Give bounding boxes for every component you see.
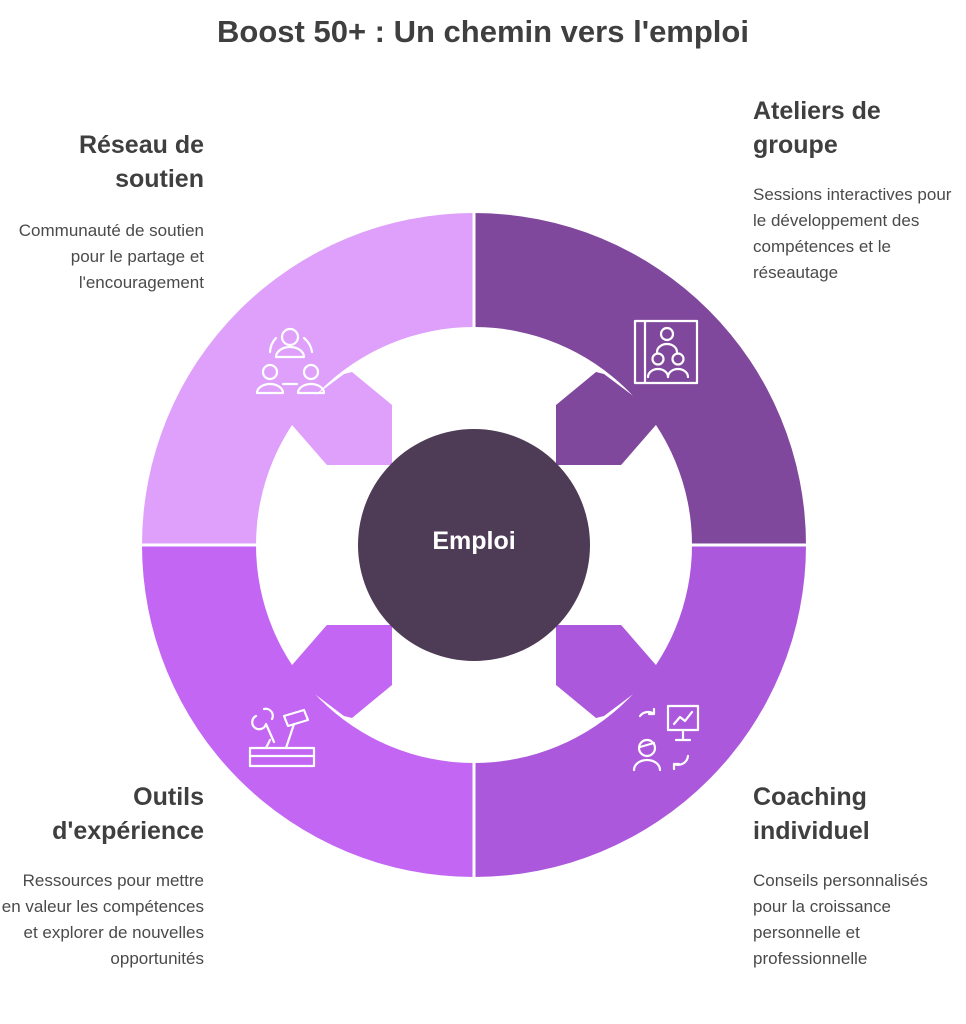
ateliers-description: Sessions interactives pour le développem… xyxy=(753,185,952,282)
reseau-title: Réseau de soutien xyxy=(78,131,204,193)
arrow-ateliers xyxy=(556,372,662,465)
coaching-chart-icon xyxy=(632,704,700,772)
outils-description: Ressources pour mettre en valeur les com… xyxy=(1,871,204,968)
arrow-reseau xyxy=(286,372,392,465)
center-hub xyxy=(358,429,590,661)
block-coaching: Coaching individuel Conseils personnalis… xyxy=(753,780,953,972)
block-outils: Outils d'expérience Ressources pour mett… xyxy=(0,780,204,972)
block-reseau: Réseau de soutien Communauté de soutien … xyxy=(0,128,204,296)
coaching-description: Conseils personnalisés pour la croissanc… xyxy=(753,871,928,968)
group-presentation-icon xyxy=(633,319,699,385)
page-title: Boost 50+ : Un chemin vers l'emploi xyxy=(217,14,749,49)
community-network-icon xyxy=(255,327,326,395)
coaching-title: Coaching individuel xyxy=(753,783,870,845)
outils-title: Outils d'expérience xyxy=(52,783,204,845)
toolbox-icon xyxy=(248,707,316,768)
center-label: Emploi xyxy=(432,527,516,555)
arrow-coaching xyxy=(556,625,662,718)
reseau-description: Communauté de soutien pour le partage et… xyxy=(18,221,204,292)
ateliers-title: Ateliers de groupe xyxy=(753,97,881,159)
arrow-outils xyxy=(286,625,392,718)
block-ateliers: Ateliers de groupe Sessions interactives… xyxy=(753,94,953,286)
